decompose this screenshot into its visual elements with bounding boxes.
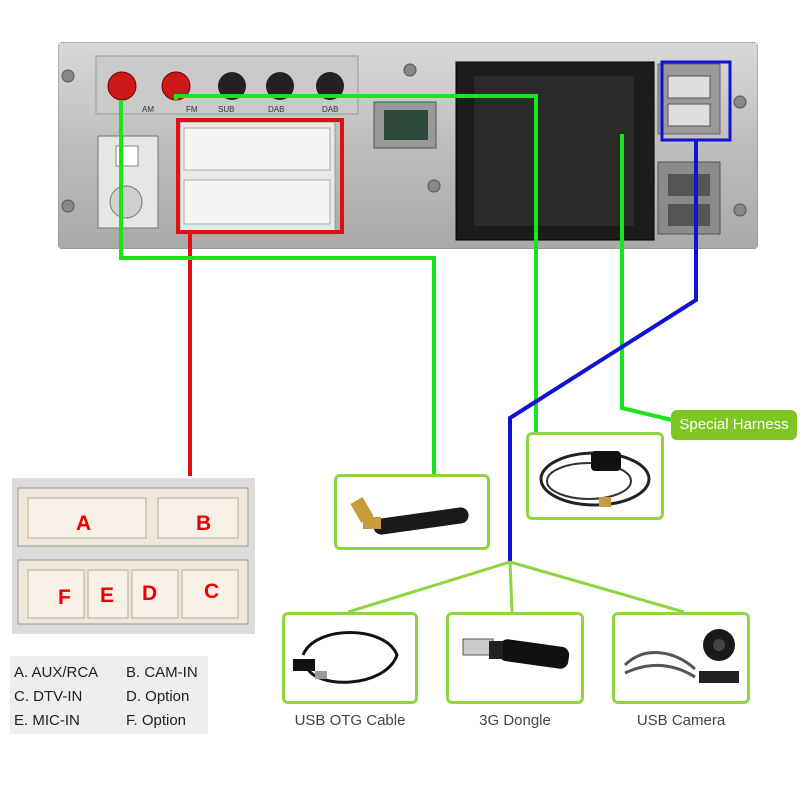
connector-legend: A. AUX/RCA B. CAM-IN C. DTV-IN D. Option… (10, 656, 208, 734)
legend-item-f: F. Option (126, 712, 187, 729)
gps-antenna-thumbnail (526, 432, 664, 520)
usb-dongle-icon (462, 638, 570, 669)
usb-otg-caption: USB OTG Cable (294, 712, 406, 729)
dongle-thumbnail (446, 612, 584, 704)
legend-item-a: A. AUX/RCA (14, 664, 99, 681)
camera-icon (623, 629, 739, 683)
connector-letter-f: F (58, 586, 71, 609)
green-wire-harness (620, 134, 673, 422)
connector-letter-a: A (76, 512, 92, 535)
port-label: SUB (218, 105, 234, 114)
fanout-otg (347, 560, 511, 614)
connector-illustration (17, 487, 249, 625)
legend-item-b: B. CAM-IN (126, 664, 198, 681)
connector-letter-e: E (100, 584, 115, 607)
fanout-camera (509, 560, 685, 614)
connector-letter-d: D (142, 582, 158, 605)
usb-cable-icon (293, 631, 399, 684)
special-harness-badge: Special Harness (671, 410, 797, 440)
dongle-caption: 3G Dongle (479, 712, 551, 729)
legend-item-e: E. MIC-IN (14, 712, 80, 729)
gps-antenna-icon (539, 451, 651, 507)
port-label: AM (142, 105, 154, 114)
port-label: FM (186, 105, 198, 114)
green-wire-gps (174, 94, 538, 432)
green-wire-antenna (119, 100, 436, 474)
connector-letter-b: B (196, 512, 212, 535)
usb-otg-thumbnail (282, 612, 418, 704)
usb-camera-caption: USB Camera (636, 712, 726, 729)
connector-photo: A B F E D C (12, 478, 255, 634)
blue-wire (508, 140, 698, 562)
usb-camera-thumbnail (612, 612, 750, 704)
antenna-thumbnail (334, 474, 490, 550)
connector-letter-c: C (204, 580, 220, 603)
usb-highlight-box (660, 60, 732, 142)
port-label: DAB (268, 105, 284, 114)
fanout-dongle (508, 561, 514, 613)
antenna-icon (350, 496, 469, 535)
legend-item-d: D. Option (126, 688, 190, 705)
harness-highlight-box (176, 118, 344, 234)
legend-item-c: C. DTV-IN (14, 688, 83, 705)
port-label: DAB (322, 105, 338, 114)
